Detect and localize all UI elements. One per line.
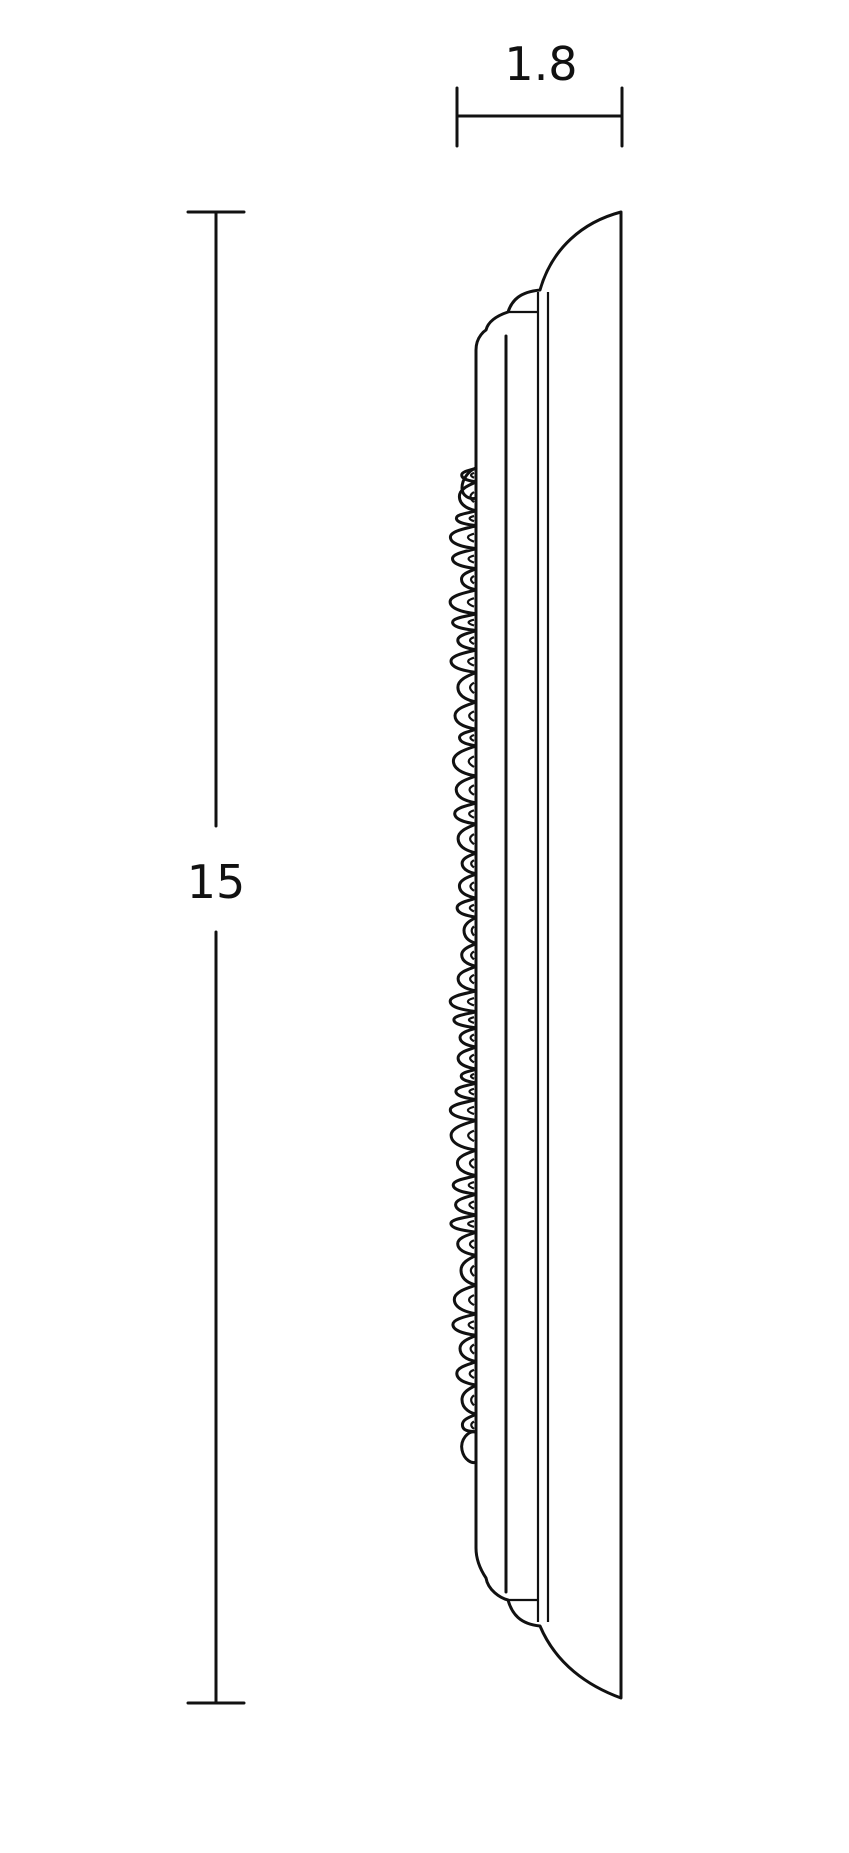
carving-detail	[470, 1420, 475, 1430]
width-dimension: 1.8	[455, 37, 624, 148]
carving-edge	[448, 466, 478, 1434]
carving-detail	[470, 950, 475, 961]
carving-detail	[470, 1394, 475, 1407]
carving-detail	[469, 1033, 475, 1043]
carving-detail	[467, 1320, 475, 1330]
carving-detail	[469, 733, 475, 742]
carving-detail	[467, 656, 475, 667]
carving-detail	[468, 784, 475, 796]
width-dimension-label: 1.8	[504, 37, 577, 91]
carving-detail	[469, 881, 475, 892]
carving-detail	[469, 833, 475, 846]
carving-detail	[468, 1368, 475, 1379]
molding-profile	[474, 210, 623, 1700]
carving-detail	[467, 1016, 475, 1024]
carving-detail	[466, 597, 475, 608]
carving-detail	[468, 636, 475, 645]
carving-detail	[467, 618, 475, 627]
carving-detail	[468, 514, 475, 523]
carving-detail	[469, 471, 475, 479]
carving-detail	[469, 491, 475, 503]
height-dimension: 15	[186, 210, 246, 1705]
carved-ornament	[448, 466, 478, 1464]
carving-curl	[460, 1430, 478, 1464]
carving-detail	[470, 859, 475, 869]
carving-detail	[468, 903, 475, 913]
carving-detail	[470, 925, 475, 937]
carving-detail	[469, 1053, 475, 1064]
carving-detail	[467, 1219, 475, 1228]
carving-detail	[467, 1294, 475, 1307]
carving-detail	[466, 997, 475, 1007]
profile-outline	[474, 210, 623, 1700]
carving-detail	[469, 1264, 475, 1277]
carving-detail	[468, 681, 475, 694]
carving-detail	[468, 710, 475, 722]
carving-detail	[469, 973, 475, 985]
carving-detail	[466, 532, 475, 543]
carving-detail	[466, 1105, 475, 1116]
carving-detail	[469, 1343, 475, 1355]
carving-detail	[468, 1158, 475, 1169]
carving-detail	[468, 1087, 475, 1096]
height-dimension-label: 15	[187, 855, 246, 909]
carving-detail	[469, 575, 475, 585]
carving-detail	[467, 554, 475, 564]
carving-detail	[468, 809, 475, 819]
carving-detail	[469, 1072, 475, 1080]
carving-detail	[468, 1239, 475, 1250]
carving-detail	[468, 1200, 475, 1210]
carving-detail	[467, 1181, 475, 1190]
carving-detail	[467, 755, 475, 768]
carving-curl	[460, 466, 478, 500]
carving-detail	[467, 1129, 475, 1143]
